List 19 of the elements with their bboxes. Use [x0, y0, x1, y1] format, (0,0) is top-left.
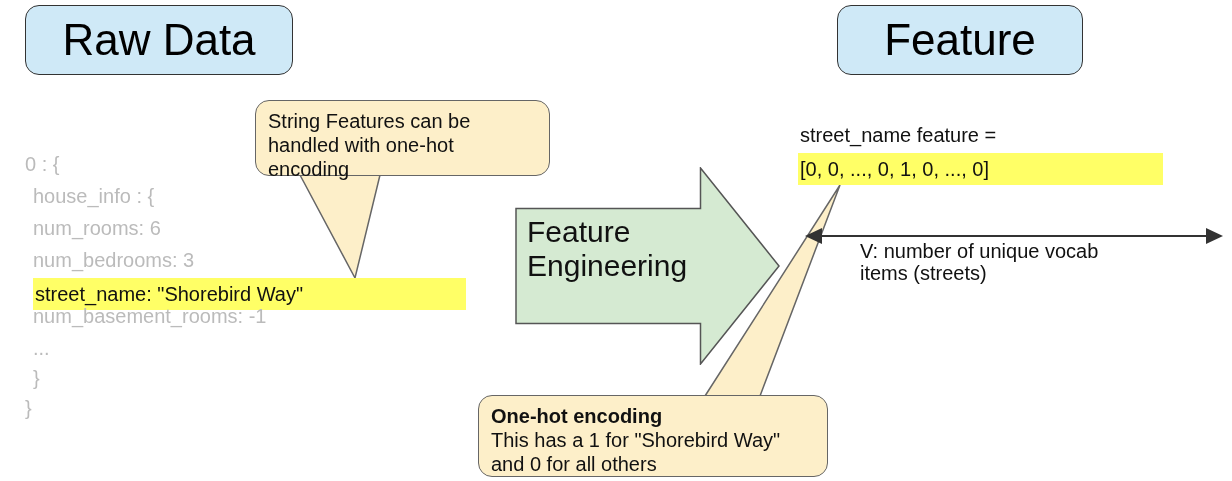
title-box: Feature	[837, 5, 1083, 75]
code-line: }	[33, 366, 40, 390]
arrow-label: Feature Engineering	[527, 214, 689, 283]
code-line: ...	[33, 336, 50, 360]
callout-pointer	[298, 174, 381, 281]
text-label: street_name feature =	[800, 124, 997, 146]
code-line: house_info : {	[33, 184, 155, 208]
callout-heading: One-hot encoding	[491, 404, 664, 428]
code-line: }	[25, 396, 32, 420]
code-line: num_rooms: 6	[33, 216, 161, 240]
code-line: num_bedrooms: 3	[33, 248, 195, 272]
highlighted-text: [0, 0, ..., 0, 1, 0, ..., 0]	[798, 153, 1163, 185]
callout-pointer	[703, 184, 841, 397]
callout-text: This has a 1 for "Shorebird Way" and 0 for all others	[491, 428, 782, 476]
callout-text: String Features can be handled with one-hot encoding	[268, 109, 472, 181]
title-box: Raw Data	[25, 5, 293, 75]
speech-bubble	[478, 395, 828, 477]
text-label: V: number of unique vocab items (streets)	[860, 240, 1100, 284]
code-line: 0 : {	[25, 152, 60, 176]
